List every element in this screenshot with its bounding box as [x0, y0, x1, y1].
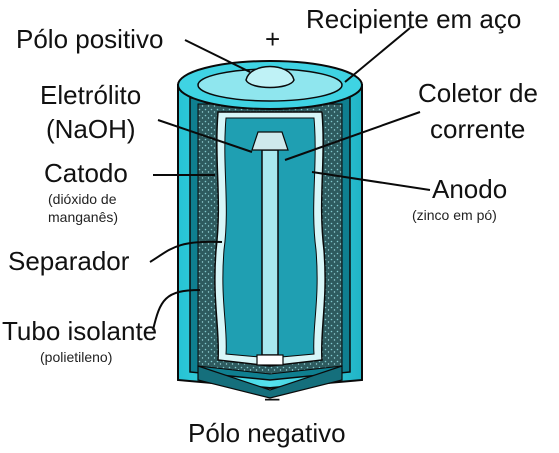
- label-polo-positivo: Pólo positivo: [16, 24, 164, 54]
- current-collector-rod: [261, 149, 279, 356]
- leader-polo-positivo: [184, 39, 251, 73]
- leader-tubo: [152, 289, 201, 331]
- positive-terminal-nub: [245, 65, 295, 89]
- leader-coletor: [284, 111, 421, 161]
- label-polo-negativo: Pólo negativo: [188, 418, 346, 448]
- label-anodo-sub: (zinco em pó): [412, 207, 497, 223]
- label-eletrolito-sub: (NaOH): [46, 114, 136, 144]
- negative-terminal: [256, 354, 284, 366]
- collector-rod-head: [251, 131, 289, 151]
- leader-recipiente: [344, 27, 411, 83]
- plus-sign: +: [265, 24, 281, 54]
- label-recipiente: Recipiente em aço: [306, 4, 522, 34]
- label-coletor-line2: corrente: [430, 114, 526, 144]
- label-catodo-sub1: (dióxido de: [48, 191, 117, 207]
- label-coletor-line1: Coletor de: [418, 78, 538, 108]
- minus-sign: –: [265, 382, 280, 412]
- label-catodo-sub2: manganês): [48, 209, 119, 225]
- leader-separador: [149, 240, 223, 263]
- label-eletrolito: Eletrólito: [40, 80, 142, 110]
- label-separador: Separador: [8, 246, 130, 276]
- bottom-cutaway: [197, 365, 343, 399]
- label-tubo-isolante: Tubo isolante: [2, 316, 158, 346]
- label-catodo: Catodo: [44, 158, 128, 188]
- leader-eletrolito: [157, 119, 253, 153]
- label-anodo: Anodo: [432, 174, 508, 204]
- leader-anodo: [311, 171, 431, 191]
- label-tubo-sub: (polietileno): [40, 349, 113, 365]
